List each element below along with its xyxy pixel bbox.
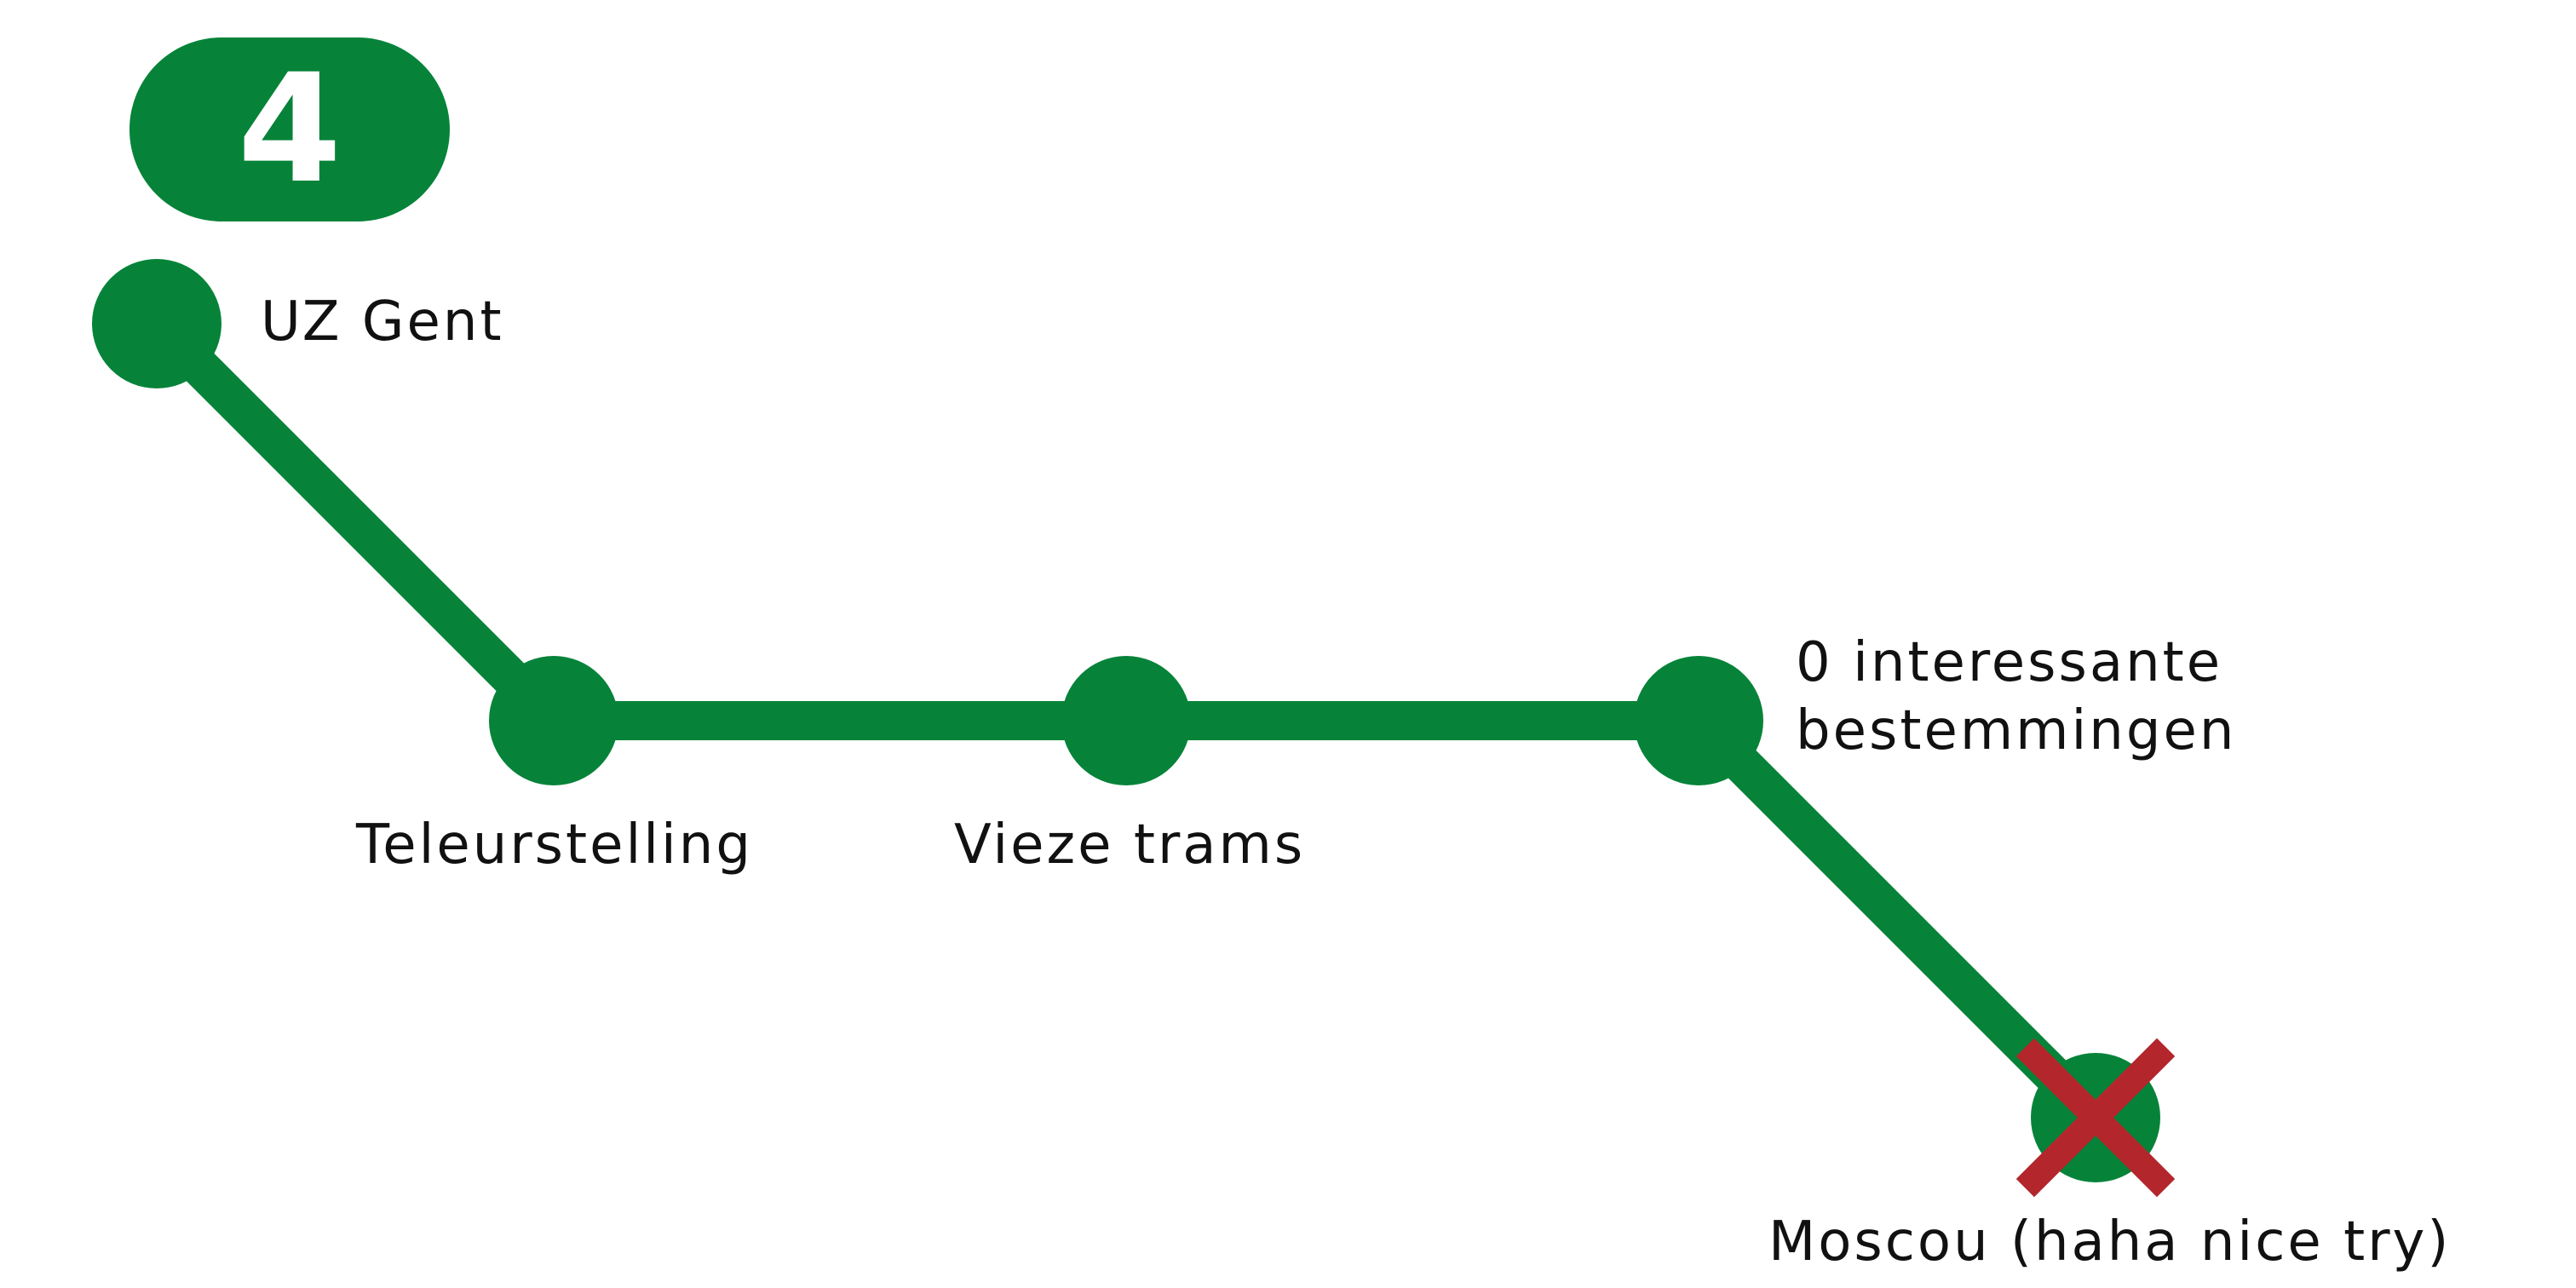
line-number: 4 [237,42,342,216]
stop-label-teleurstelling: Teleurstelling [356,814,753,877]
stop-label-interessante-bestemmingen: 0 interessante bestemmingen [1796,631,2237,762]
stop-dot-vieze-trams[interactable] [1061,656,1191,785]
stop-dot-uz-gent[interactable] [92,259,221,388]
stop-label-moscou: Moscou (haha nice try) [1768,1210,2452,1274]
stop-label-uz-gent: UZ Gent [261,290,504,354]
stop-dot-teleurstelling[interactable] [489,656,618,785]
stop-label-vieze-trams: Vieze trams [954,814,1306,877]
line-number-badge: 4 [129,37,450,221]
stop-dot-interessante-bestemmingen[interactable] [1634,656,1763,785]
cross-icon [2015,1038,2176,1198]
